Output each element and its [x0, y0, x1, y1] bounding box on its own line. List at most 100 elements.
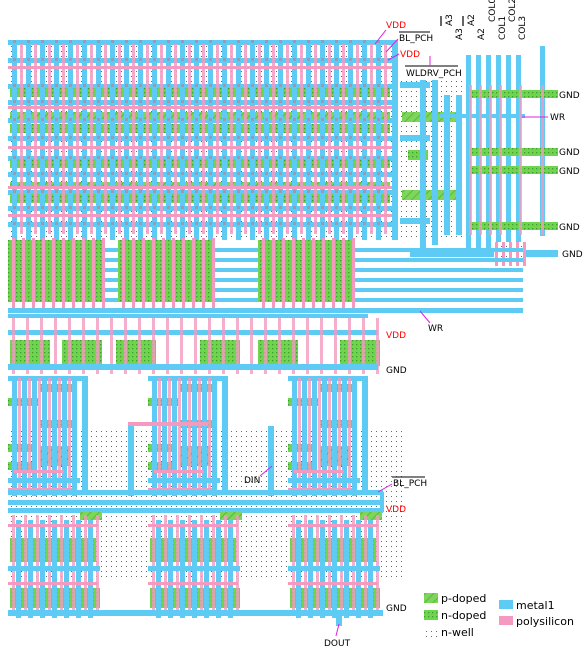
contact [55, 190, 58, 193]
io-pillar [362, 380, 368, 490]
contact [279, 206, 282, 209]
metal-rail [8, 222, 392, 227]
contact [265, 190, 268, 193]
driver-poly [236, 318, 239, 374]
contact [251, 206, 254, 209]
diffusion-strip [10, 124, 390, 133]
contact [97, 100, 100, 103]
out-poly [212, 515, 215, 615]
poly-gate [76, 44, 79, 234]
legend-n-well: n-well [441, 626, 474, 639]
contact [237, 40, 240, 43]
contact [293, 84, 296, 87]
io-metal-v [202, 376, 207, 496]
gnd-rail [470, 148, 558, 156]
contact [181, 100, 184, 103]
contact [13, 84, 16, 87]
out-poly-h [8, 582, 98, 585]
contact [363, 136, 366, 139]
mux-poly [22, 238, 25, 308]
metal-rail [8, 118, 392, 123]
contact [125, 136, 128, 139]
contact [27, 58, 30, 61]
contact [335, 222, 338, 225]
io-metal-v [192, 376, 197, 496]
address-line [466, 55, 471, 250]
contact [97, 222, 100, 225]
contact [27, 40, 30, 43]
contact [55, 40, 58, 43]
contact [223, 172, 226, 175]
out-poly [36, 515, 39, 615]
out-poly [164, 515, 167, 615]
contact [41, 156, 44, 159]
contact [349, 118, 352, 121]
poly-gate [384, 44, 387, 234]
contact [83, 206, 86, 209]
decoder-poly [469, 85, 472, 235]
driver-poly [110, 318, 113, 374]
contact [27, 172, 30, 175]
contact [167, 172, 170, 175]
contact [41, 190, 44, 193]
col1-label: COL1 [498, 16, 508, 40]
io-metal-v [172, 376, 177, 496]
out-poly [152, 515, 155, 615]
io-poly-h [154, 470, 204, 473]
bl-pch-label-bottom: BL_PCH [393, 479, 427, 489]
poly-gate [48, 44, 51, 234]
contact [293, 222, 296, 225]
contact [55, 100, 58, 103]
poly-wordline [8, 146, 392, 149]
contact [237, 118, 240, 121]
out-poly [176, 515, 179, 615]
contact [55, 58, 58, 61]
bl-pch-rail [8, 500, 383, 505]
mux-poly [292, 238, 295, 308]
contact [55, 172, 58, 175]
contact [265, 118, 268, 121]
out-metal-h [148, 566, 240, 571]
io-metal-v [128, 426, 134, 496]
contact [279, 172, 282, 175]
contact [209, 172, 212, 175]
contact [377, 136, 380, 139]
io-poly-h [14, 470, 64, 473]
contact [111, 40, 114, 43]
contact [111, 118, 114, 121]
contact [251, 58, 254, 61]
contact [167, 118, 170, 121]
poly-gate [20, 44, 23, 234]
poly-gate [174, 44, 177, 234]
contact [83, 118, 86, 121]
bitline-metal [194, 40, 199, 240]
vdd-label-2: VDD [400, 50, 420, 60]
wr-label-2: WR [428, 324, 443, 334]
poly-gate [160, 44, 163, 234]
mux-poly [352, 238, 355, 308]
contact [293, 156, 296, 159]
bitline-metal [208, 40, 213, 240]
contact [111, 84, 114, 87]
out-poly [304, 515, 307, 615]
contact [125, 156, 128, 159]
contact [69, 100, 72, 103]
out-poly [60, 515, 63, 615]
contact [153, 136, 156, 139]
dout-pointer [335, 623, 340, 637]
legend-n-doped: n-doped [441, 609, 486, 622]
diffusion-strip [10, 182, 390, 189]
poly-gate [370, 44, 373, 234]
contact [377, 58, 380, 61]
contact [125, 58, 128, 61]
contact [195, 118, 198, 121]
contact [335, 118, 338, 121]
decoder-poly [519, 85, 522, 235]
contact [139, 172, 142, 175]
contact [41, 222, 44, 225]
poly-wordline [8, 186, 392, 189]
vdd-label-3: VDD [386, 331, 406, 341]
contact [335, 136, 338, 139]
contact [153, 190, 156, 193]
io-poly [18, 378, 21, 488]
